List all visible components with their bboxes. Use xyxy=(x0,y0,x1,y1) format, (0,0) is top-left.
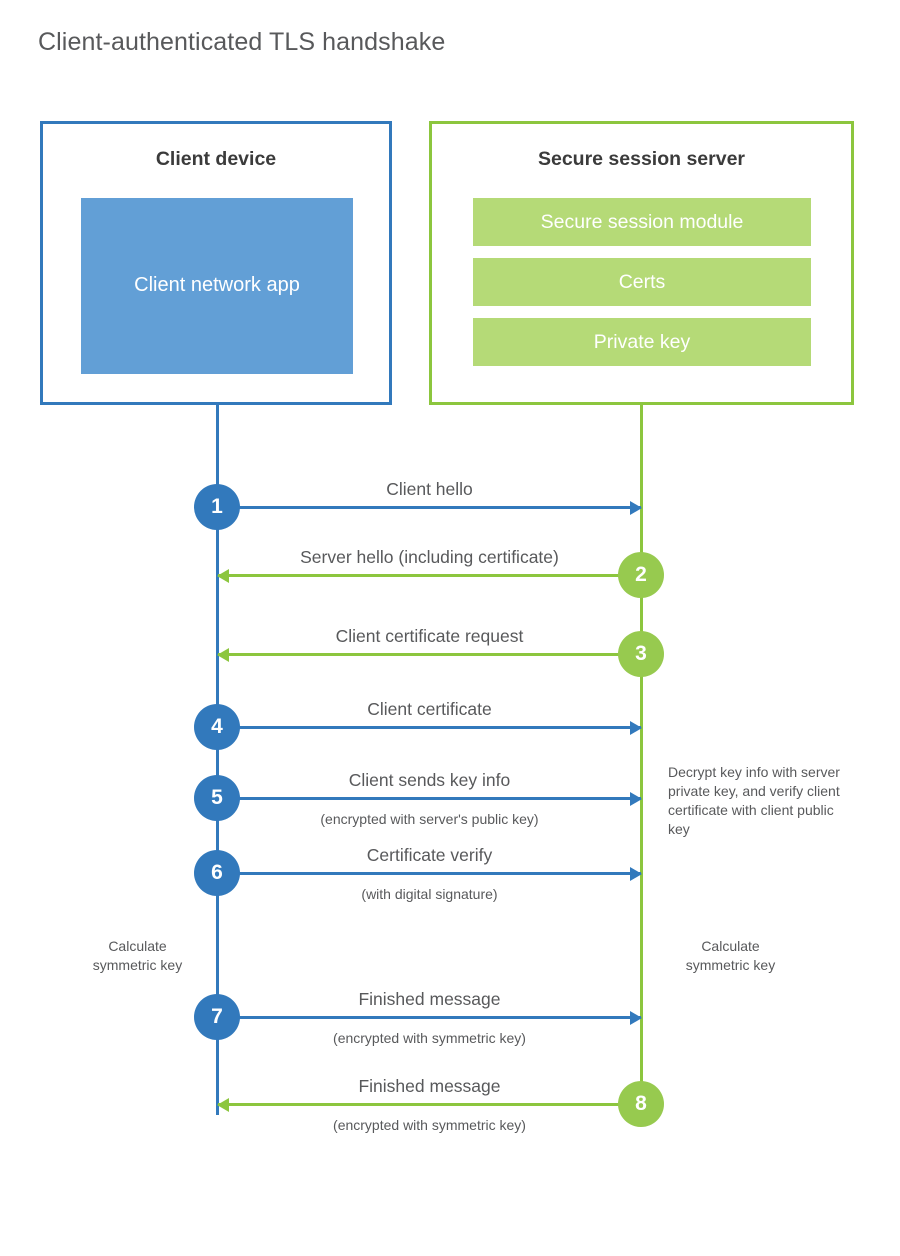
step-2-arrow-head-icon xyxy=(217,568,229,583)
step-8-sublabel: (encrypted with symmetric key) xyxy=(333,1117,526,1133)
server-module-secure-session-module: Secure session module xyxy=(473,198,811,246)
step-4-arrow: Client certificate xyxy=(218,699,642,735)
step-2-arrow-line xyxy=(218,574,641,577)
step-6-arrow-line xyxy=(218,872,641,875)
step-1-arrow: Client hello xyxy=(218,479,642,515)
server-calculate-symmetric-key-annotation: Calculate symmetric key xyxy=(685,938,776,973)
step-marker-1[interactable]: 1 xyxy=(194,484,240,530)
step-4-label: Client certificate xyxy=(367,699,492,719)
step-8-arrow-line xyxy=(218,1103,641,1106)
step-7-sublabel: (encrypted with symmetric key) xyxy=(333,1030,526,1046)
server-module-private-key: Private key xyxy=(473,318,811,366)
step-7-arrow: Finished message (encrypted with symmetr… xyxy=(218,989,642,1046)
server-module-certs: Certs xyxy=(473,258,811,306)
step-marker-6[interactable]: 6 xyxy=(194,850,240,896)
step-marker-3[interactable]: 3 xyxy=(618,631,664,677)
client-lifeline xyxy=(216,405,219,1115)
step-3-arrow-line xyxy=(218,653,641,656)
step-6-label: Certificate verify xyxy=(366,845,493,865)
server-decrypt-annotation: Decrypt key info with server private key… xyxy=(668,764,840,837)
step-2-arrow: Server hello (including certificate) xyxy=(217,547,641,583)
secure-session-server-title: Secure session server xyxy=(537,148,746,170)
step-1-label: Client hello xyxy=(386,479,473,499)
server-lifeline xyxy=(640,405,643,1105)
step-5-sublabel: (encrypted with server's public key) xyxy=(320,811,539,827)
step-4-arrow-line xyxy=(218,726,641,729)
step-3-label: Client certificate request xyxy=(335,626,524,646)
step-4-arrow-head-icon xyxy=(630,720,642,735)
client-network-app-block: Client network app xyxy=(81,198,353,374)
step-5-arrow: Client sends key info (encrypted with se… xyxy=(218,770,642,827)
step-8-arrow: Finished message (encrypted with symmetr… xyxy=(217,1076,641,1133)
step-6-arrow: Certificate verify (with digital signatu… xyxy=(218,845,642,902)
step-marker-4[interactable]: 4 xyxy=(194,704,240,750)
step-marker-5[interactable]: 5 xyxy=(194,775,240,821)
step-2-label: Server hello (including certificate) xyxy=(300,547,559,567)
step-7-arrow-head-icon xyxy=(630,1010,642,1025)
step-6-arrow-head-icon xyxy=(630,866,642,881)
step-5-arrow-line xyxy=(218,797,641,800)
step-8-arrow-head-icon xyxy=(217,1097,229,1112)
step-7-arrow-line xyxy=(218,1016,641,1019)
step-marker-7[interactable]: 7 xyxy=(194,994,240,1040)
step-marker-8[interactable]: 8 xyxy=(618,1081,664,1127)
step-7-label: Finished message xyxy=(358,989,501,1009)
step-8-label: Finished message xyxy=(358,1076,501,1096)
step-marker-2[interactable]: 2 xyxy=(618,552,664,598)
step-5-arrow-head-icon xyxy=(630,791,642,806)
step-5-label: Client sends key info xyxy=(348,770,511,790)
step-3-arrow: Client certificate request xyxy=(217,626,641,662)
client-device-box: Client device Client network app xyxy=(40,121,392,405)
step-3-arrow-head-icon xyxy=(217,647,229,662)
client-calculate-symmetric-key-annotation: Calculate symmetric key xyxy=(92,938,183,973)
step-6-sublabel: (with digital signature) xyxy=(361,886,498,902)
step-1-arrow-line xyxy=(218,506,641,509)
step-1-arrow-head-icon xyxy=(630,500,642,515)
server-module-list: Secure session module Certs Private key xyxy=(473,198,811,366)
page-title: Client-authenticated TLS handshake xyxy=(38,28,446,56)
secure-session-server-box: Secure session server Secure session mod… xyxy=(429,121,854,405)
client-device-title: Client device xyxy=(155,148,277,170)
